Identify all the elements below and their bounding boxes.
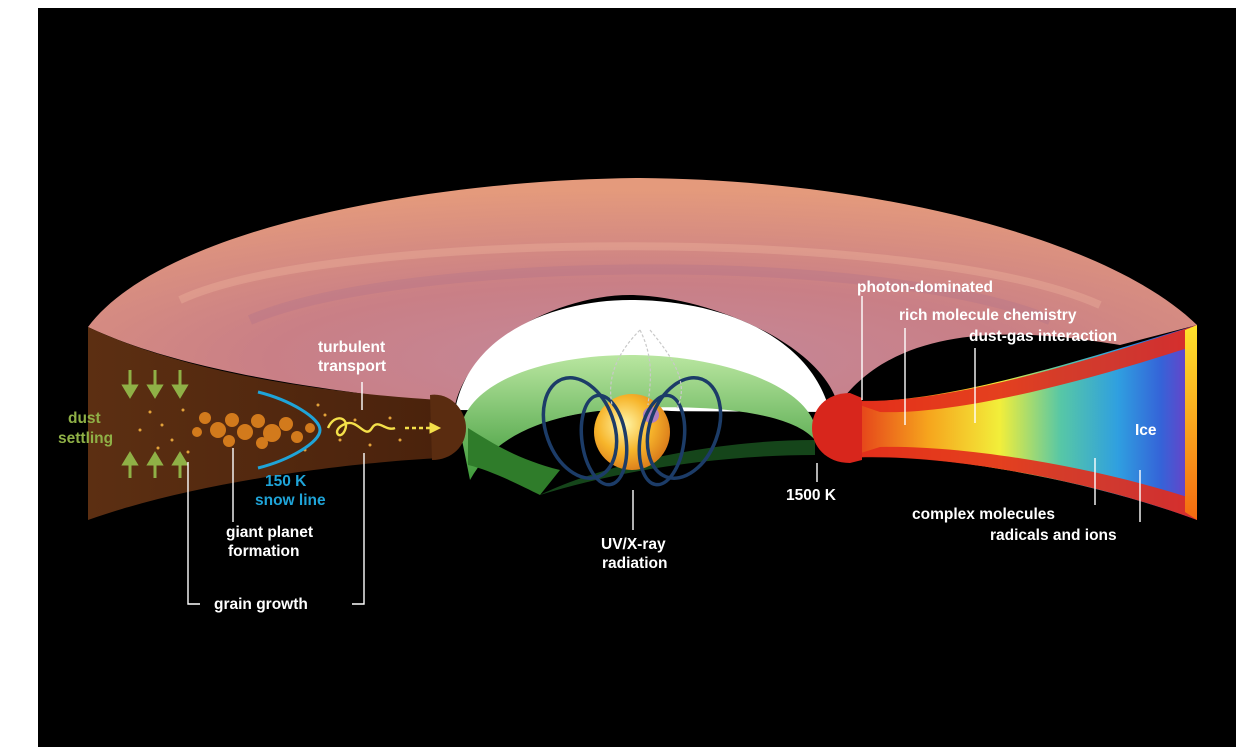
label-line: radiation — [602, 555, 667, 572]
label-line: giant planet — [226, 524, 313, 541]
label-complex-molecules: complex molecules — [912, 506, 1055, 523]
label-radicals-and-ions: radicals and ions — [990, 527, 1117, 544]
label-line: settling — [58, 430, 113, 447]
label-line: turbulent — [318, 339, 385, 356]
label-line: dust — [68, 410, 101, 427]
label-accretion: accretion — [594, 309, 663, 326]
label-dust-gas-interaction: dust-gas interaction — [969, 328, 1117, 345]
label-line: 150 K — [265, 473, 307, 490]
label-inner-rim-temp: 1500 K — [786, 487, 837, 504]
label-ice: Ice — [1135, 422, 1157, 439]
label-rich-molecule-chemistry: rich molecule chemistry — [899, 307, 1077, 324]
label-line: formation — [228, 543, 299, 560]
label-grain-growth: grain growth — [214, 596, 308, 613]
label-photon-dominated: photon-dominated — [857, 279, 993, 296]
label-line: snow line — [255, 492, 326, 509]
outer-edge-strip — [1185, 325, 1197, 520]
label-line: transport — [318, 358, 386, 375]
label-line: UV/X-ray — [601, 536, 666, 553]
